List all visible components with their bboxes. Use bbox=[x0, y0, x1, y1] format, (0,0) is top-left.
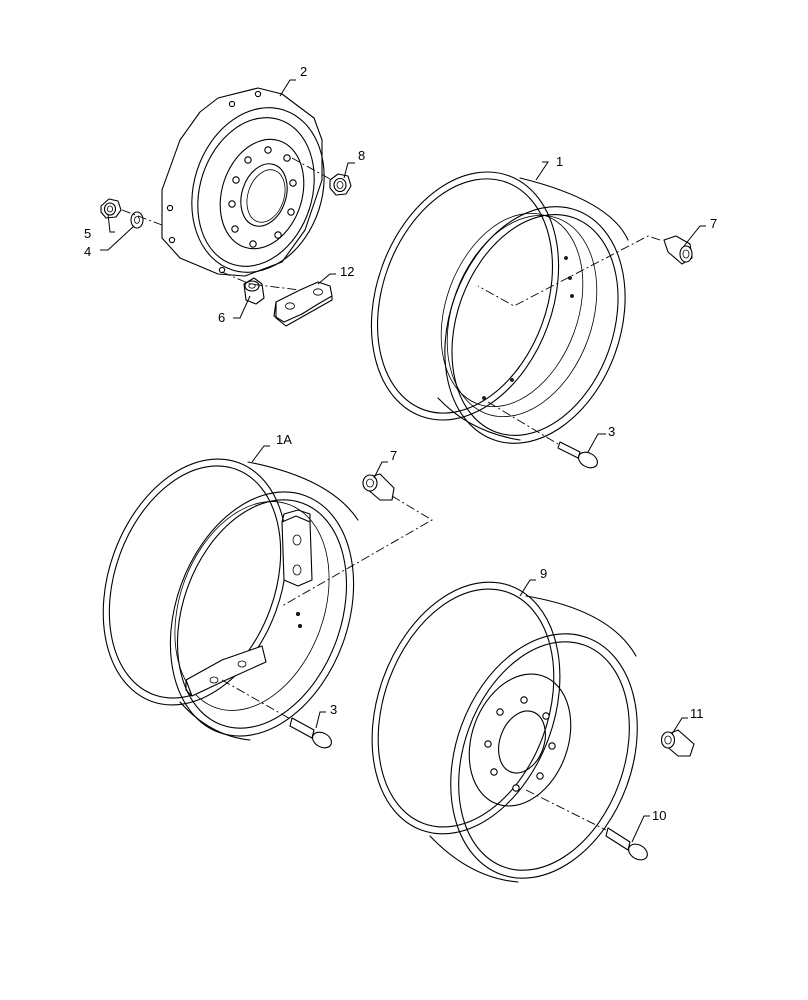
part-5-nut[interactable] bbox=[100, 198, 122, 219]
assembly-line-1a-bolt bbox=[221, 679, 293, 721]
callout-4: 4 bbox=[84, 244, 91, 259]
part-4-washer[interactable] bbox=[130, 211, 144, 229]
part-10-bolt[interactable] bbox=[605, 827, 650, 863]
assembly-line-nut bbox=[291, 157, 333, 181]
part-7-valve-upper[interactable] bbox=[663, 235, 693, 265]
part-9-disc-wheel[interactable] bbox=[339, 556, 670, 905]
callout-7-upper: 7 bbox=[710, 216, 717, 231]
part-1-rim[interactable] bbox=[339, 146, 657, 469]
part-3-bolt-upper[interactable] bbox=[557, 441, 600, 471]
callout-9: 9 bbox=[540, 566, 547, 581]
assembly-line-disc-bolt bbox=[525, 789, 607, 831]
part-12-clamp[interactable] bbox=[273, 281, 333, 327]
callout-11: 11 bbox=[690, 706, 704, 721]
callout-10: 10 bbox=[652, 808, 666, 823]
part-2-wheel-center[interactable] bbox=[161, 87, 345, 290]
assembly-line-1a-valve bbox=[281, 495, 433, 607]
assembly-line-bolt-axis bbox=[121, 209, 163, 226]
callout-3-lower: 3 bbox=[330, 702, 337, 717]
assembly-line-clamp bbox=[221, 271, 301, 291]
callout-1: 1 bbox=[556, 154, 563, 169]
callout-labels: 2 1 8 5 4 6 12 7 3 1A 7 3 9 11 10 bbox=[84, 64, 717, 823]
part-3-bolt-lower[interactable] bbox=[289, 717, 334, 751]
part-11-valve[interactable] bbox=[660, 729, 695, 757]
part-8-nut[interactable] bbox=[329, 173, 352, 196]
callout-3-upper: 3 bbox=[608, 424, 615, 439]
callout-2: 2 bbox=[300, 64, 307, 79]
callout-leaders bbox=[100, 79, 706, 843]
part-7-valve-middle[interactable] bbox=[362, 473, 395, 501]
assembly-line-rim-valve bbox=[477, 235, 661, 307]
callout-7-middle: 7 bbox=[390, 448, 397, 463]
part-6-spacer[interactable] bbox=[243, 277, 265, 305]
callout-1a: 1A bbox=[276, 432, 292, 447]
assembly-line-rim-bolt bbox=[487, 401, 559, 445]
callout-5: 5 bbox=[84, 226, 91, 241]
callout-6: 6 bbox=[218, 310, 225, 325]
callout-12: 12 bbox=[340, 264, 354, 279]
part-1a-rim[interactable] bbox=[71, 433, 386, 762]
callout-8: 8 bbox=[358, 148, 365, 163]
